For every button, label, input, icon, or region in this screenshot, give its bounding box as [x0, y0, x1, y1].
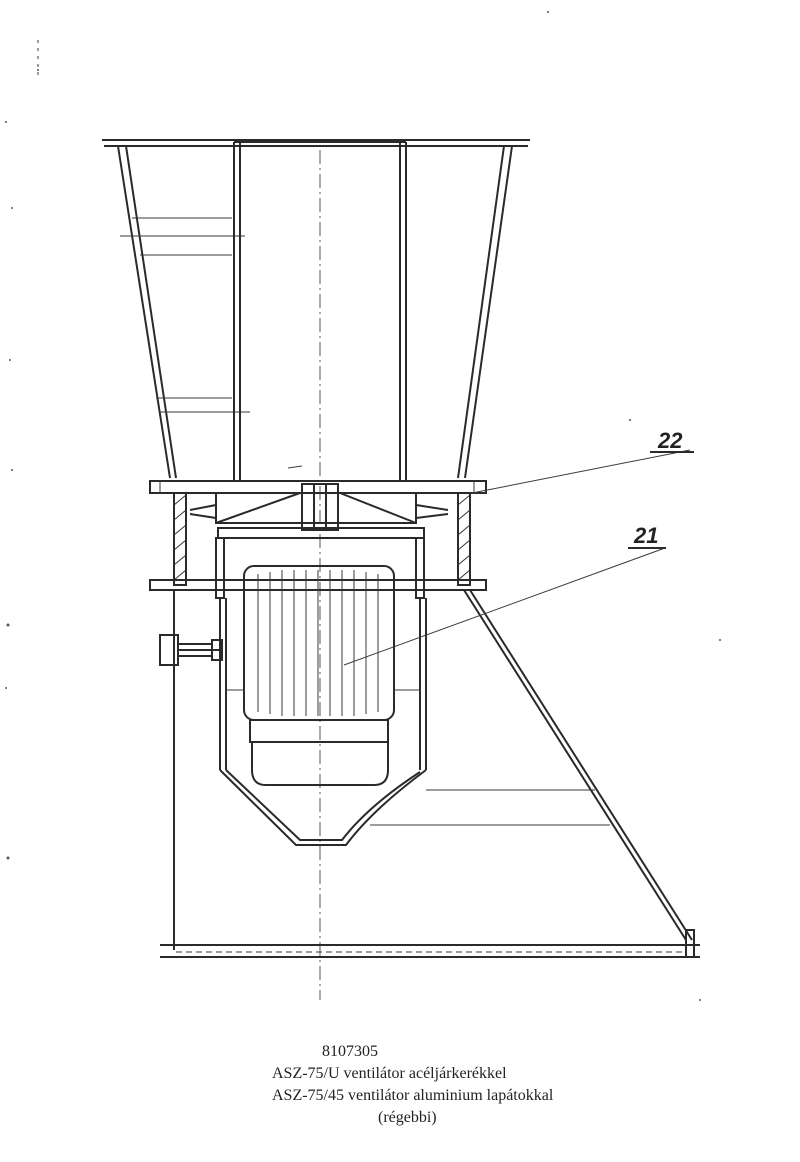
caption-line-3: (régebbi) [378, 1109, 437, 1126]
upper-flange [149, 480, 487, 494]
stand-frame [160, 589, 700, 958]
impeller-housing [173, 492, 471, 586]
electric-motor [243, 565, 395, 786]
inner-cylinder [233, 141, 407, 480]
caption-line-1: ASZ-75/U ventilátor acéljárkerékkel [272, 1065, 507, 1082]
caption-line-2: ASZ-75/45 ventilátor aluminium lapátokka… [272, 1087, 554, 1104]
callout-22-label: 22 [657, 428, 683, 453]
scan-specks [5, 11, 721, 1001]
motor-cradle [219, 598, 427, 846]
callout-21-label: 21 [633, 523, 658, 548]
impeller [189, 465, 449, 531]
side-lug [159, 634, 223, 666]
callout-21: 21 [343, 523, 666, 666]
callout-22: 22 [471, 428, 694, 494]
drawing-code: 8107305 [322, 1043, 378, 1060]
inlet-hopper [102, 139, 530, 479]
